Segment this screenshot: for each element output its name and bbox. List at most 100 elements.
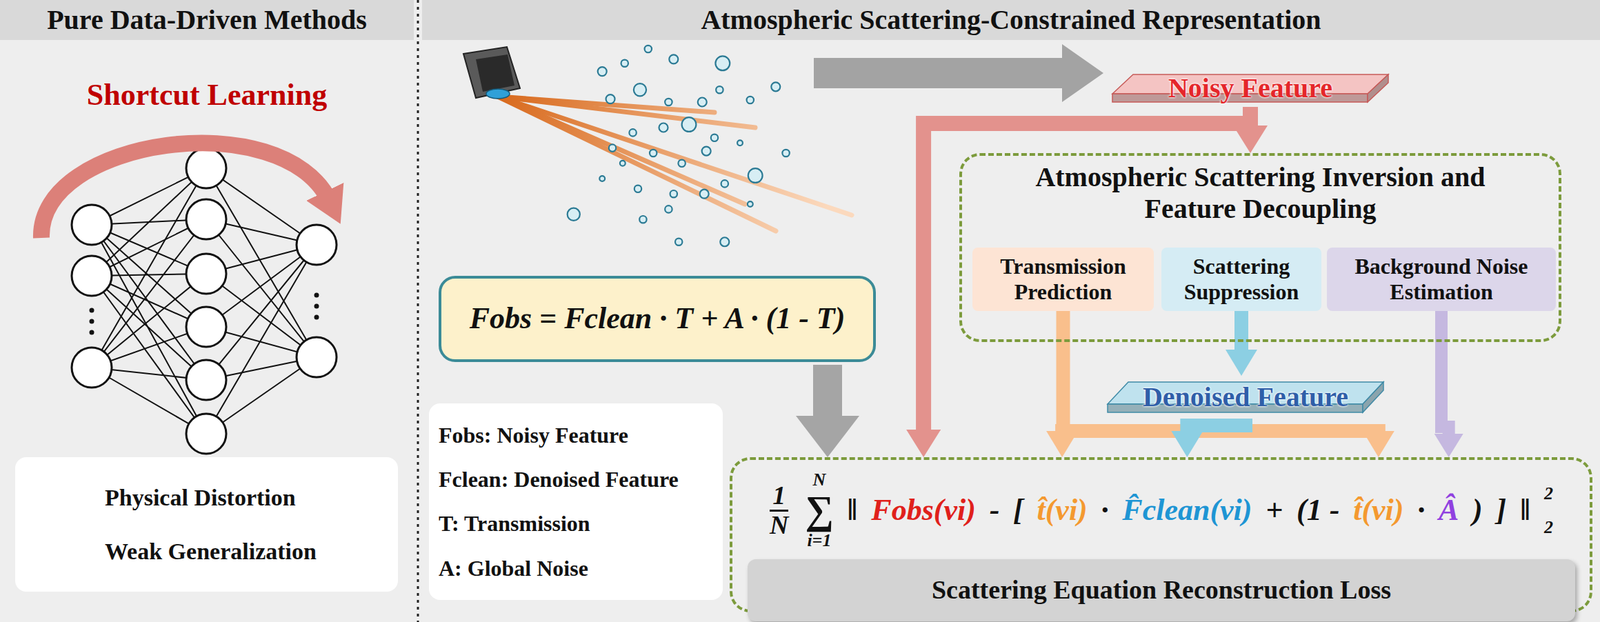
network-link: [91, 275, 207, 434]
feature-slab: Noisy Feature: [1112, 68, 1389, 107]
node-text: Background Noise Estimation: [1331, 253, 1552, 305]
formula-row: 1N N∑i=1 ‖ Fobs(vi)-[ t̂(vi) · F̂clean(vi) + (1 …: [766, 464, 1554, 557]
scattering-particle: [675, 238, 683, 246]
formula-group: t̂(vi): [1036, 494, 1087, 527]
header-band: Pure Data-Driven Methods: [0, 0, 414, 40]
formula-term: ·: [1417, 494, 1425, 527]
formula-term: ‖: [1520, 494, 1531, 527]
network-neuron: [71, 347, 112, 388]
scattering-particle: [644, 45, 652, 53]
formula-group: +: [1265, 494, 1283, 527]
panel-caption: Shortcut Learning: [0, 77, 414, 113]
scattering-particle: [737, 140, 743, 146]
node-text: A: Global Noise: [438, 555, 589, 582]
formula-group: 22: [1544, 484, 1554, 538]
formula-term: [: [1013, 494, 1024, 527]
formula-term: N: [766, 511, 792, 540]
node-text: Atmospheric Scattering-Constrained Repre…: [700, 4, 1321, 36]
formula-group: ‖: [846, 494, 858, 527]
formula-term: Fobs(vi): [871, 494, 976, 527]
network-neuron: [186, 306, 227, 347]
formula-term: ∑: [804, 489, 834, 532]
node-text: Fclean: Denoised Feature: [438, 466, 679, 493]
loss-band: Scattering Equation Reconstruction Loss: [747, 559, 1576, 622]
divider-line: [417, 0, 420, 622]
formula-group: N∑i=1: [804, 470, 834, 550]
scattering-particle: [649, 149, 657, 157]
slab-face: [1362, 382, 1384, 413]
formula-group: ]: [1496, 494, 1507, 527]
network-link: [91, 219, 207, 368]
light-ray: [497, 96, 852, 216]
formula-term: ): [1472, 494, 1483, 527]
ellipsis-dot: [89, 330, 95, 336]
scattering-particle: [677, 160, 685, 167]
connector-path: [1441, 311, 1449, 444]
ellipsis-dot: [314, 304, 320, 309]
scattering-particle: [620, 160, 626, 167]
node-text: Scattering Suppression: [1165, 253, 1318, 305]
ellipsis-dot: [89, 319, 95, 325]
connector-path: [1234, 311, 1249, 360]
node-text: Fobs: Noisy Feature: [438, 422, 629, 449]
connector-path: [1062, 311, 1063, 442]
node-text: Scattering Equation Reconstruction Loss: [931, 575, 1392, 606]
camera-lens: [486, 88, 510, 99]
formula-term: -: [989, 494, 1000, 527]
flow-arrow: [813, 44, 1104, 103]
scattering-particle: [664, 98, 672, 106]
formula-group: ): [1472, 494, 1483, 527]
ellipsis-dot: [314, 315, 320, 320]
scattering-particle: [747, 201, 754, 207]
scattering-particle: [697, 97, 707, 107]
scattering-particle: [668, 54, 678, 64]
header-band: Atmospheric Scattering-Constrained Repre…: [422, 0, 1600, 40]
network-neuron: [71, 255, 112, 296]
formula-term: +: [1265, 494, 1283, 527]
symbol-key-box: Fobs: Noisy FeatureFclean: Denoised Feat…: [428, 403, 723, 600]
ellipsis-dot: [89, 308, 95, 314]
slab-face: [1367, 74, 1389, 103]
network-neuron: [186, 360, 227, 400]
scattering-particle: [682, 117, 697, 132]
module-group: Atmospheric Scattering Inversion and Fea…: [959, 153, 1562, 343]
network-neuron: [186, 253, 227, 294]
scattering-particle: [633, 83, 647, 96]
camera-opening: [475, 54, 515, 92]
network-neuron: [186, 413, 227, 454]
scattering-particle: [634, 185, 642, 193]
network-neuron: [71, 204, 112, 245]
scattering-particle: [748, 168, 763, 183]
formula-group: (1 -: [1296, 494, 1340, 527]
scattering-particle: [720, 237, 729, 247]
scattering-particle: [700, 189, 709, 199]
node-text: Pure Data-Driven Methods: [46, 4, 367, 36]
scattering-particle: [567, 208, 580, 221]
node-text: Transmission Prediction: [976, 253, 1150, 305]
feature-slab: Denoised Feature: [1107, 375, 1384, 419]
node-text: Physical Distortion: [104, 484, 296, 512]
connector: [1441, 311, 1449, 444]
scattering-particle: [715, 55, 730, 71]
node-text: Denoised Feature: [1142, 381, 1349, 414]
formula-group: Â: [1438, 494, 1459, 527]
connector: [827, 364, 829, 433]
connector: [1062, 311, 1379, 442]
module-box: Transmission Prediction: [972, 247, 1154, 312]
formula-term: F̂clean(vi): [1122, 494, 1252, 527]
camera-body: [463, 46, 520, 98]
scattering-particle: [608, 144, 616, 152]
formula-term: (1 -: [1296, 494, 1340, 527]
connector: [1186, 418, 1246, 442]
scattering-particle: [782, 149, 789, 157]
node-text: Weak Generalization: [104, 537, 317, 565]
scattering-particle: [639, 215, 647, 223]
formula-term: 1: [769, 482, 789, 512]
scattering-particle: [621, 60, 629, 67]
network-neuron: [186, 199, 227, 240]
equation-box: Fobs = Fclean · T + A · (1 - T): [438, 275, 876, 363]
drawback-box: Physical DistortionWeak Generalization: [15, 457, 398, 592]
formula-group: ·: [1417, 494, 1425, 527]
formula-group: ·: [1101, 494, 1109, 527]
